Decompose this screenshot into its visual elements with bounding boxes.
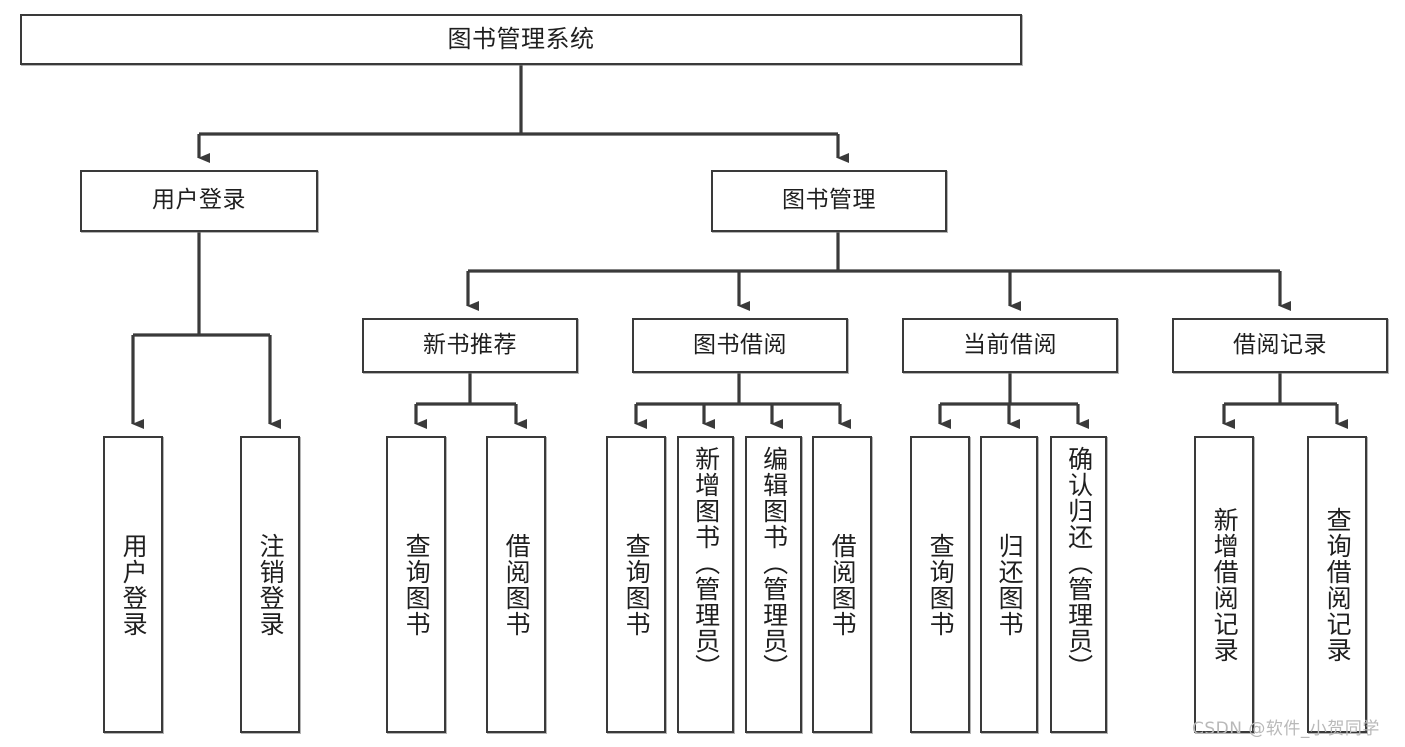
node-root[interactable]: 图书管理系统 bbox=[20, 14, 1022, 65]
leaf-borrow-book-2-label: 借阅图书 bbox=[828, 532, 858, 637]
leaf-borrow-book-1-label: 借阅图书 bbox=[502, 532, 532, 637]
node-book-manage[interactable]: 图书管理 bbox=[711, 170, 947, 232]
leaf-confirm-return[interactable]: 确认归还（管理员） bbox=[1050, 436, 1107, 733]
leaf-add-book-label: 新增图书（管理员） bbox=[691, 446, 721, 680]
leaf-add-record-label: 新增借阅记录 bbox=[1210, 506, 1240, 663]
node-current-borrow[interactable]: 当前借阅 bbox=[902, 318, 1118, 373]
node-new-book-recommend[interactable]: 新书推荐 bbox=[362, 318, 578, 373]
leaf-user-login-label: 用户登录 bbox=[119, 532, 149, 637]
leaf-return-book-label: 归还图书 bbox=[995, 532, 1025, 637]
leaf-add-book[interactable]: 新增图书（管理员） bbox=[677, 436, 734, 733]
leaf-logout[interactable]: 注销登录 bbox=[240, 436, 300, 733]
node-borrow-record-label: 借阅记录 bbox=[1233, 331, 1327, 358]
leaf-query-record[interactable]: 查询借阅记录 bbox=[1307, 436, 1367, 733]
node-borrow-record[interactable]: 借阅记录 bbox=[1172, 318, 1388, 373]
leaf-confirm-return-label: 确认归还（管理员） bbox=[1064, 446, 1094, 680]
node-current-borrow-label: 当前借阅 bbox=[963, 331, 1057, 358]
node-root-label: 图书管理系统 bbox=[447, 25, 595, 54]
leaf-logout-label: 注销登录 bbox=[256, 532, 286, 637]
node-user-login-label: 用户登录 bbox=[152, 187, 246, 214]
leaf-query-book-1[interactable]: 查询图书 bbox=[386, 436, 446, 733]
leaf-add-record[interactable]: 新增借阅记录 bbox=[1194, 436, 1254, 733]
leaf-edit-book-label: 编辑图书（管理员） bbox=[759, 446, 789, 680]
leaf-query-record-label: 查询借阅记录 bbox=[1323, 506, 1353, 663]
leaf-edit-book[interactable]: 编辑图书（管理员） bbox=[745, 436, 802, 733]
node-new-book-recommend-label: 新书推荐 bbox=[423, 331, 517, 358]
leaf-query-book-2[interactable]: 查询图书 bbox=[606, 436, 666, 733]
leaf-query-book-3[interactable]: 查询图书 bbox=[910, 436, 970, 733]
leaf-borrow-book-1[interactable]: 借阅图书 bbox=[486, 436, 546, 733]
leaf-user-login[interactable]: 用户登录 bbox=[103, 436, 163, 733]
leaf-query-book-1-label: 查询图书 bbox=[402, 532, 432, 637]
node-book-borrow-label: 图书借阅 bbox=[693, 331, 787, 358]
leaf-query-book-3-label: 查询图书 bbox=[926, 532, 956, 637]
leaf-return-book[interactable]: 归还图书 bbox=[980, 436, 1038, 733]
csdn-watermark: CSDN @软件_小贺同学 bbox=[1192, 719, 1380, 739]
node-user-login[interactable]: 用户登录 bbox=[80, 170, 318, 232]
node-book-borrow[interactable]: 图书借阅 bbox=[632, 318, 848, 373]
leaf-borrow-book-2[interactable]: 借阅图书 bbox=[812, 436, 872, 733]
node-book-manage-label: 图书管理 bbox=[782, 187, 876, 214]
leaf-query-book-2-label: 查询图书 bbox=[622, 532, 652, 637]
